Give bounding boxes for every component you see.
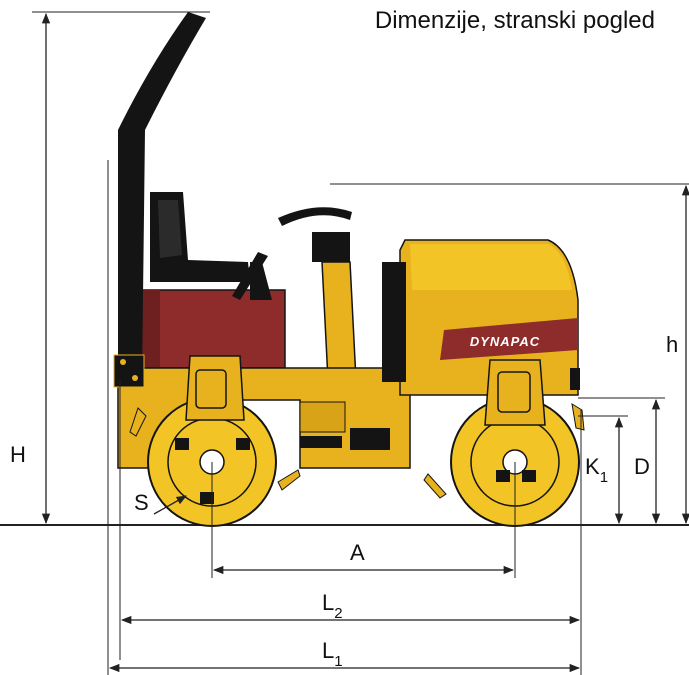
steering-console bbox=[312, 232, 350, 262]
label-L1-sub: 1 bbox=[334, 653, 342, 670]
diagram-title: Dimenzije, stranski pogled bbox=[375, 7, 655, 34]
front-scraper bbox=[571, 403, 585, 431]
label-h: h bbox=[666, 332, 678, 357]
steering-wheel bbox=[278, 207, 352, 226]
label-H: H bbox=[10, 442, 26, 467]
label-L2-main: L bbox=[322, 590, 334, 615]
label-A: A bbox=[350, 540, 365, 565]
front-drum-bracket bbox=[484, 359, 546, 426]
label-L2-sub: 2 bbox=[334, 605, 342, 622]
rops-bolt bbox=[132, 375, 138, 381]
label-L2: L2 bbox=[322, 590, 343, 622]
seat-back-highlight bbox=[158, 200, 182, 258]
hood-rear-grille bbox=[382, 262, 406, 382]
rops-bolt bbox=[120, 359, 126, 365]
dimension-lines bbox=[32, 11, 689, 675]
frame-step bbox=[299, 401, 346, 433]
brand-decal bbox=[440, 318, 578, 360]
rear-drum-bracket bbox=[185, 355, 245, 421]
label-K1-main: K bbox=[585, 454, 600, 479]
hood-highlight bbox=[410, 244, 572, 290]
rops-mount bbox=[113, 354, 145, 388]
front-light bbox=[570, 368, 580, 390]
roller-illustration: DYNAPAC bbox=[113, 12, 585, 527]
front-scraper-inner bbox=[423, 473, 447, 499]
steering-column bbox=[321, 261, 357, 381]
seat-lever bbox=[232, 252, 268, 300]
S-pointer bbox=[153, 495, 187, 515]
brand-logo-text: DYNAPAC bbox=[470, 334, 540, 349]
label-S: S bbox=[134, 490, 149, 515]
label-K1: K1 bbox=[585, 454, 608, 486]
rear-scraper-inner bbox=[277, 469, 301, 491]
label-L1: L1 bbox=[322, 638, 343, 670]
label-L1-main: L bbox=[322, 638, 334, 663]
label-K1-sub: 1 bbox=[600, 469, 608, 486]
label-D: D bbox=[634, 454, 650, 479]
frame-hinge-left bbox=[300, 436, 342, 448]
rops-bar bbox=[118, 12, 206, 380]
rear-scraper bbox=[129, 407, 147, 437]
frame-hinge-right bbox=[350, 428, 390, 450]
